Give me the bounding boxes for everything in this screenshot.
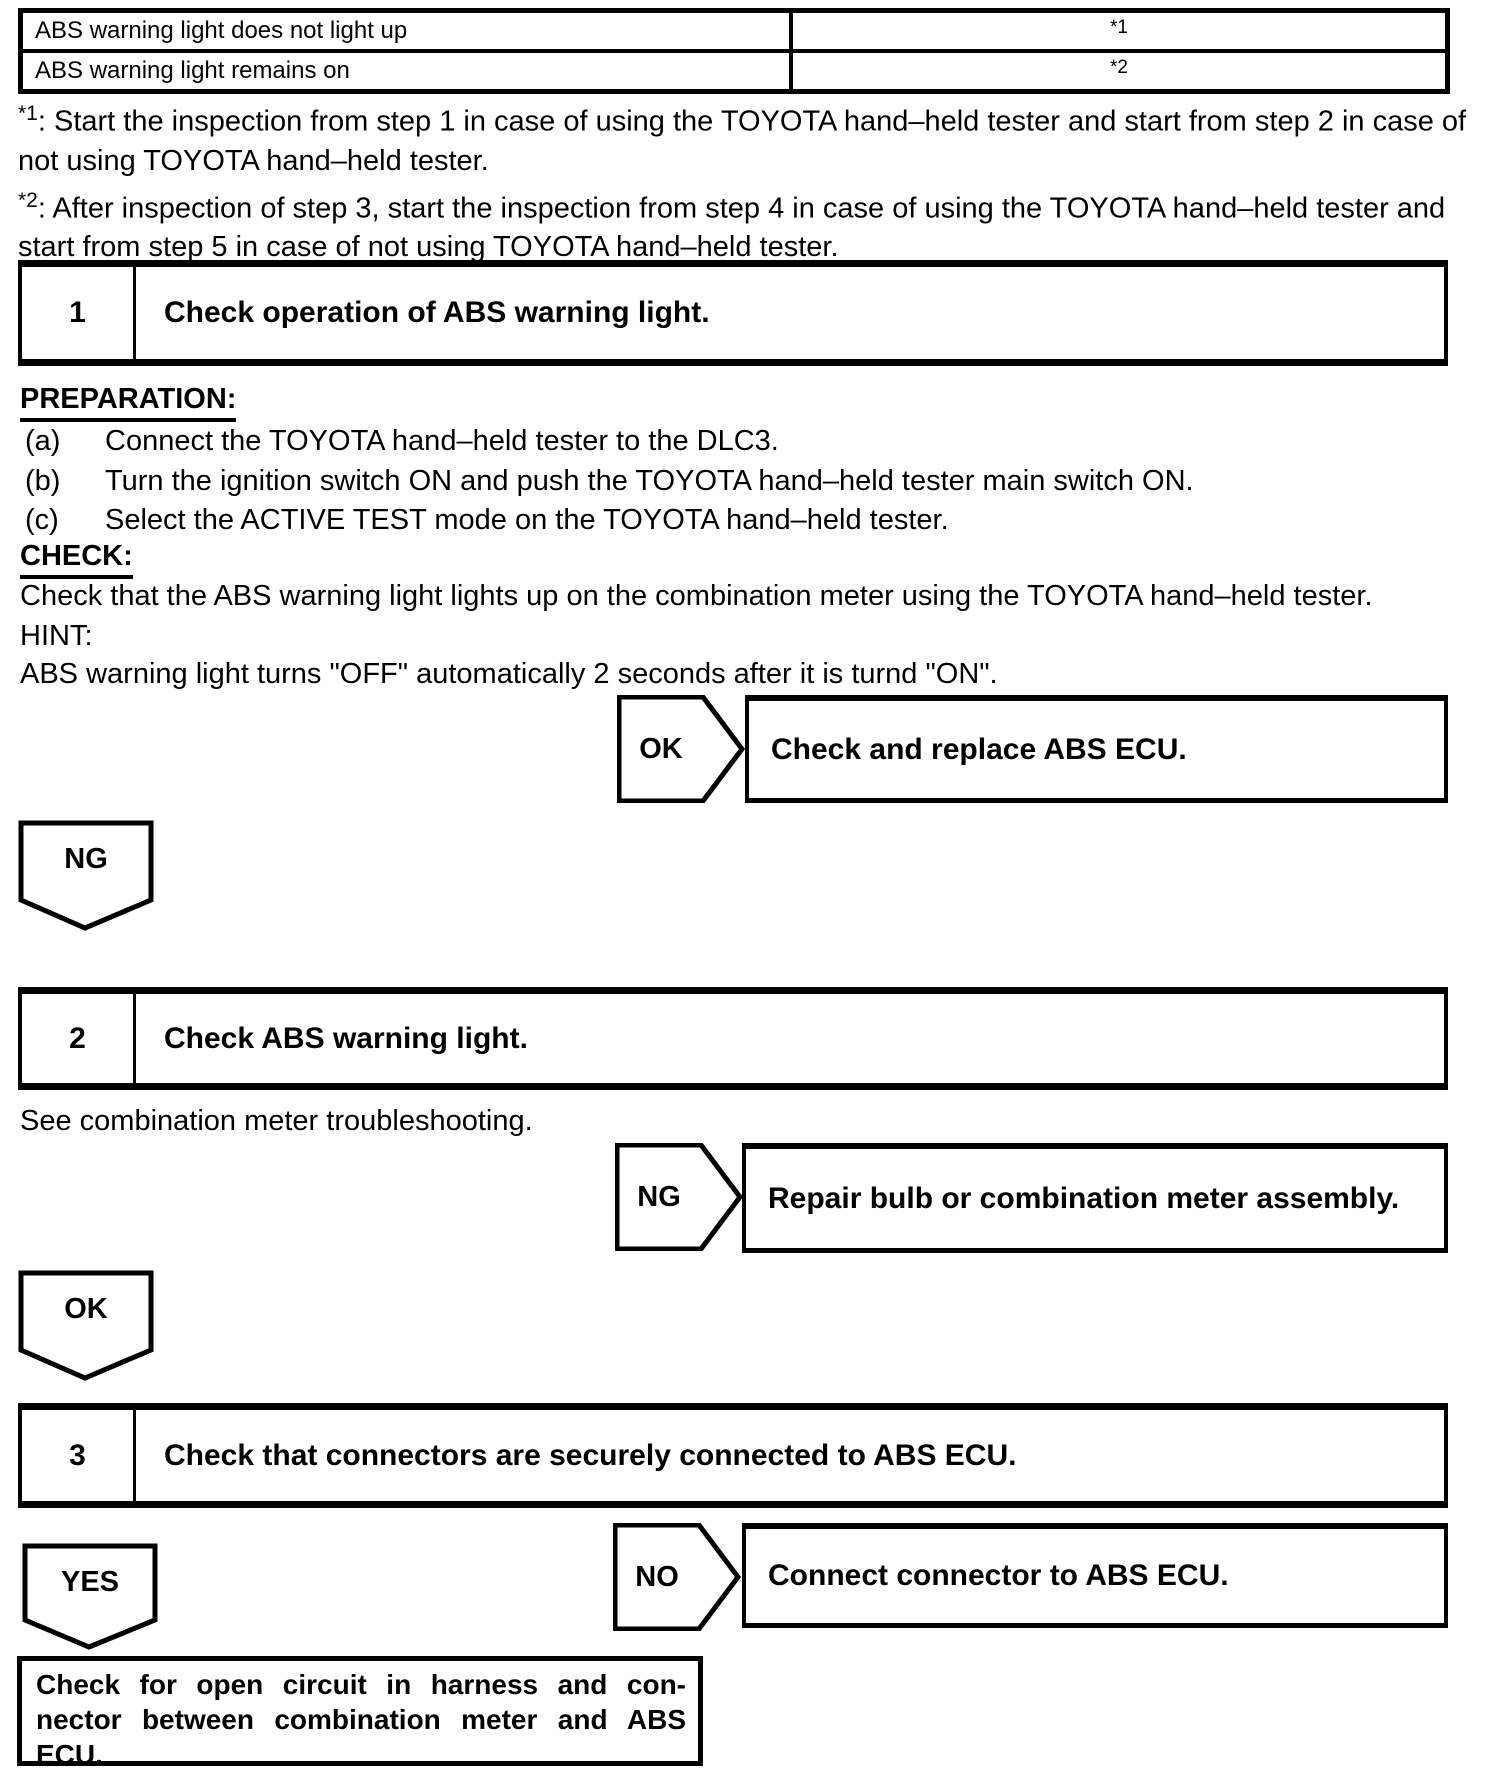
verdict-label: NO — [635, 1560, 679, 1593]
hint-heading: HINT: — [20, 620, 93, 652]
hint-text: ABS warning light turns "OFF" automatica… — [20, 658, 998, 690]
preparation-item-b: (b)Turn the ignition switch ON and push … — [25, 465, 1194, 497]
conclusion-line: ECU. — [36, 1739, 103, 1770]
footnote-text: : After inspection of step 3, start the … — [18, 192, 1446, 264]
step-3-box: 3 Check that connectors are securely con… — [18, 1403, 1448, 1508]
ng-continue-arrow: NG — [18, 820, 154, 932]
ng-verdict-arrow: NG — [615, 1143, 743, 1251]
footnote-text: : Start the inspection from step 1 in ca… — [18, 105, 1467, 177]
final-conclusion-box: Check for open circuit in harness and co… — [17, 1656, 703, 1770]
no-verdict-arrow: NO — [613, 1523, 741, 1631]
right-arrow-shape — [613, 1523, 741, 1631]
ok-continue-arrow: OK — [18, 1270, 154, 1382]
down-arrow-shape — [18, 1270, 154, 1381]
preparation-heading: PREPARATION: — [20, 383, 237, 422]
table-row: ABS warning light remains on *2 — [23, 53, 1445, 89]
yes-continue-arrow: YES — [22, 1543, 158, 1655]
verdict-label: NG — [637, 1180, 681, 1213]
verdict-label: NG — [64, 842, 108, 875]
verdict-label: OK — [64, 1292, 108, 1325]
step-1-box: 1 Check operation of ABS warning light. — [18, 260, 1448, 366]
result-box-3: Connect connector to ABS ECU. — [742, 1523, 1448, 1628]
step-2-box: 2 Check ABS warning light. — [18, 987, 1448, 1090]
down-arrow-shape — [22, 1543, 158, 1650]
step-number: 2 — [22, 994, 136, 1083]
ok-verdict-arrow: OK — [617, 695, 745, 803]
step-title: Check ABS warning light. — [164, 1021, 528, 1055]
result-box-2: Repair bulb or combination meter assembl… — [742, 1143, 1448, 1253]
footnote-1: *1: Start the inspection from step 1 in … — [18, 94, 1486, 181]
step-number: 1 — [22, 267, 136, 359]
footnote-marker: *2 — [18, 188, 38, 212]
preparation-item-c: (c)Select the ACTIVE TEST mode on the TO… — [25, 504, 949, 536]
step-title: Check that connectors are securely conne… — [164, 1438, 1017, 1472]
step-number: 3 — [22, 1410, 136, 1501]
symptom-cell: ABS warning light remains on — [23, 53, 793, 89]
step-2-note: See combination meter troubleshooting. — [20, 1105, 533, 1137]
symptom-table: ABS warning light does not light up *1 A… — [18, 8, 1450, 94]
step-title: Check operation of ABS warning light. — [164, 296, 710, 329]
footnotes-block: *1: Start the inspection from step 1 in … — [18, 94, 1486, 267]
verdict-label: OK — [639, 732, 683, 765]
conclusion-line: Check for open circuit in harness and co… — [36, 1669, 686, 1700]
symptom-cell: ABS warning light does not light up — [23, 13, 793, 49]
verdict-label: YES — [60, 1565, 120, 1598]
preparation-item-a: (a)Connect the TOYOTA hand–held tester t… — [25, 425, 779, 457]
check-heading: CHECK: — [20, 540, 133, 579]
right-arrow-shape — [615, 1143, 743, 1251]
footnote-ref-cell: *2 — [1110, 57, 1128, 78]
right-arrow-shape — [617, 695, 745, 803]
down-arrow-shape — [18, 820, 154, 931]
footnote-2: *2: After inspection of step 3, start th… — [18, 181, 1486, 268]
conclusion-line: nector between combination meter and ABS — [36, 1704, 686, 1735]
footnote-ref-cell: *1 — [1110, 17, 1128, 38]
table-row: ABS warning light does not light up *1 — [23, 13, 1445, 53]
check-text: Check that the ABS warning light lights … — [20, 580, 1373, 612]
footnote-marker: *1 — [18, 102, 38, 125]
result-box-1: Check and replace ABS ECU. — [745, 695, 1448, 803]
